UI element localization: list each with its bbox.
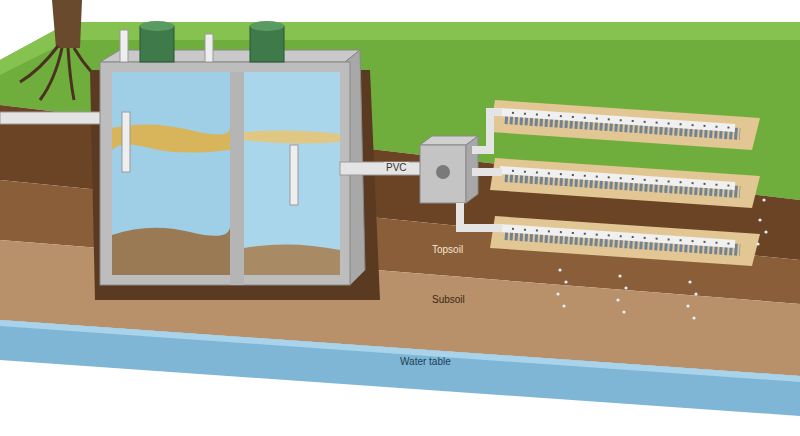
sludge-layer-second — [244, 244, 340, 275]
effluent-drips — [556, 198, 767, 319]
layer-label: Subsoil — [430, 294, 467, 306]
tank-wall — [100, 62, 350, 285]
tank-pit — [90, 70, 380, 300]
inlet-tee — [122, 112, 130, 172]
outlet-tee — [290, 145, 298, 205]
outlet-pipe — [340, 162, 425, 175]
sludge-layer — [112, 226, 230, 275]
tree-trunk — [52, 0, 82, 48]
distribution-box — [420, 145, 466, 203]
pipe-label: PVC — [384, 162, 409, 174]
layer-label: Topsoil — [430, 244, 465, 256]
second-chamber — [244, 72, 340, 275]
access-lid — [250, 26, 284, 62]
perforated-pipe — [500, 112, 735, 244]
vent-pipe — [120, 30, 128, 62]
layer-label: Water table — [398, 356, 453, 368]
pipe-holes — [500, 112, 735, 244]
scum-layer-second — [244, 130, 340, 143]
access-lid-top — [250, 21, 284, 31]
access-lid-top — [140, 21, 174, 31]
vent-pipe — [205, 34, 213, 62]
tank-top — [100, 50, 360, 62]
tank-baffle — [230, 72, 244, 285]
lateral-pipes — [460, 112, 502, 228]
access-lid — [140, 26, 174, 62]
water-surface — [0, 320, 800, 382]
water-table-layer — [0, 320, 800, 416]
first-chamber — [112, 72, 230, 275]
distribution-outlet — [436, 165, 450, 179]
